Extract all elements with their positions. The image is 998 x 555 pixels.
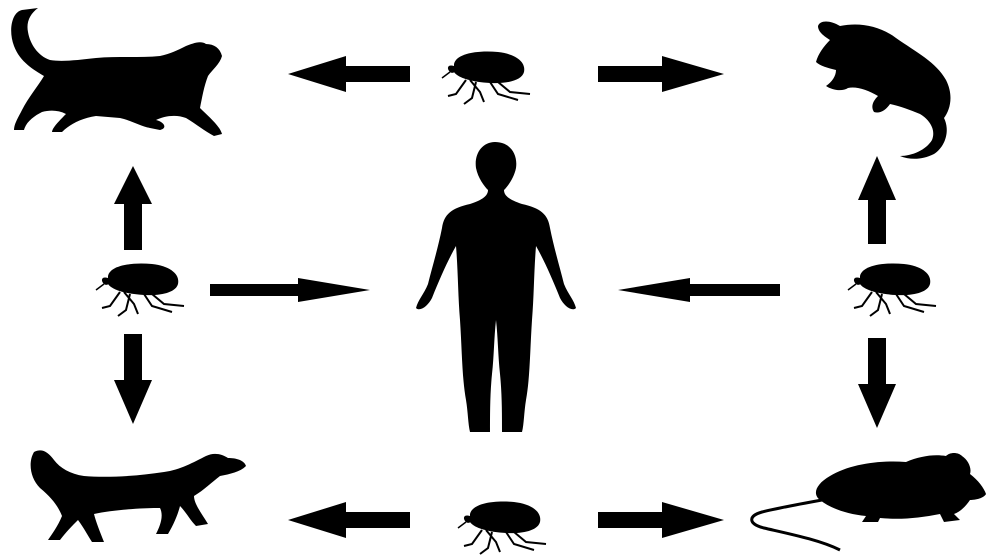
arrow-flea-left-to-dog [114,334,152,424]
arrow-flea-top-to-cat [288,56,410,92]
flea-top-icon [442,52,530,105]
arrow-flea-right-to-rat [858,338,896,428]
arrow-flea-right-to-opossum [858,156,896,244]
arrow-flea-left-to-cat [114,166,152,250]
opossum-silhouette-icon [816,22,950,159]
arrow-flea-bottom-to-rat [598,502,724,538]
arrow-flea-right-to-human [618,278,780,302]
arrow-flea-bottom-to-dog [288,502,410,538]
arrow-flea-top-to-opossum [598,56,724,92]
human-silhouette-icon [416,142,576,432]
rat-silhouette-icon [752,453,986,550]
dog-silhouette-icon [31,450,246,542]
flea-right-icon [848,264,936,317]
flea-bottom-icon [458,502,546,555]
cat-silhouette-icon [11,8,222,136]
arrow-flea-left-to-human [210,278,370,302]
flea-left-icon [96,264,184,317]
